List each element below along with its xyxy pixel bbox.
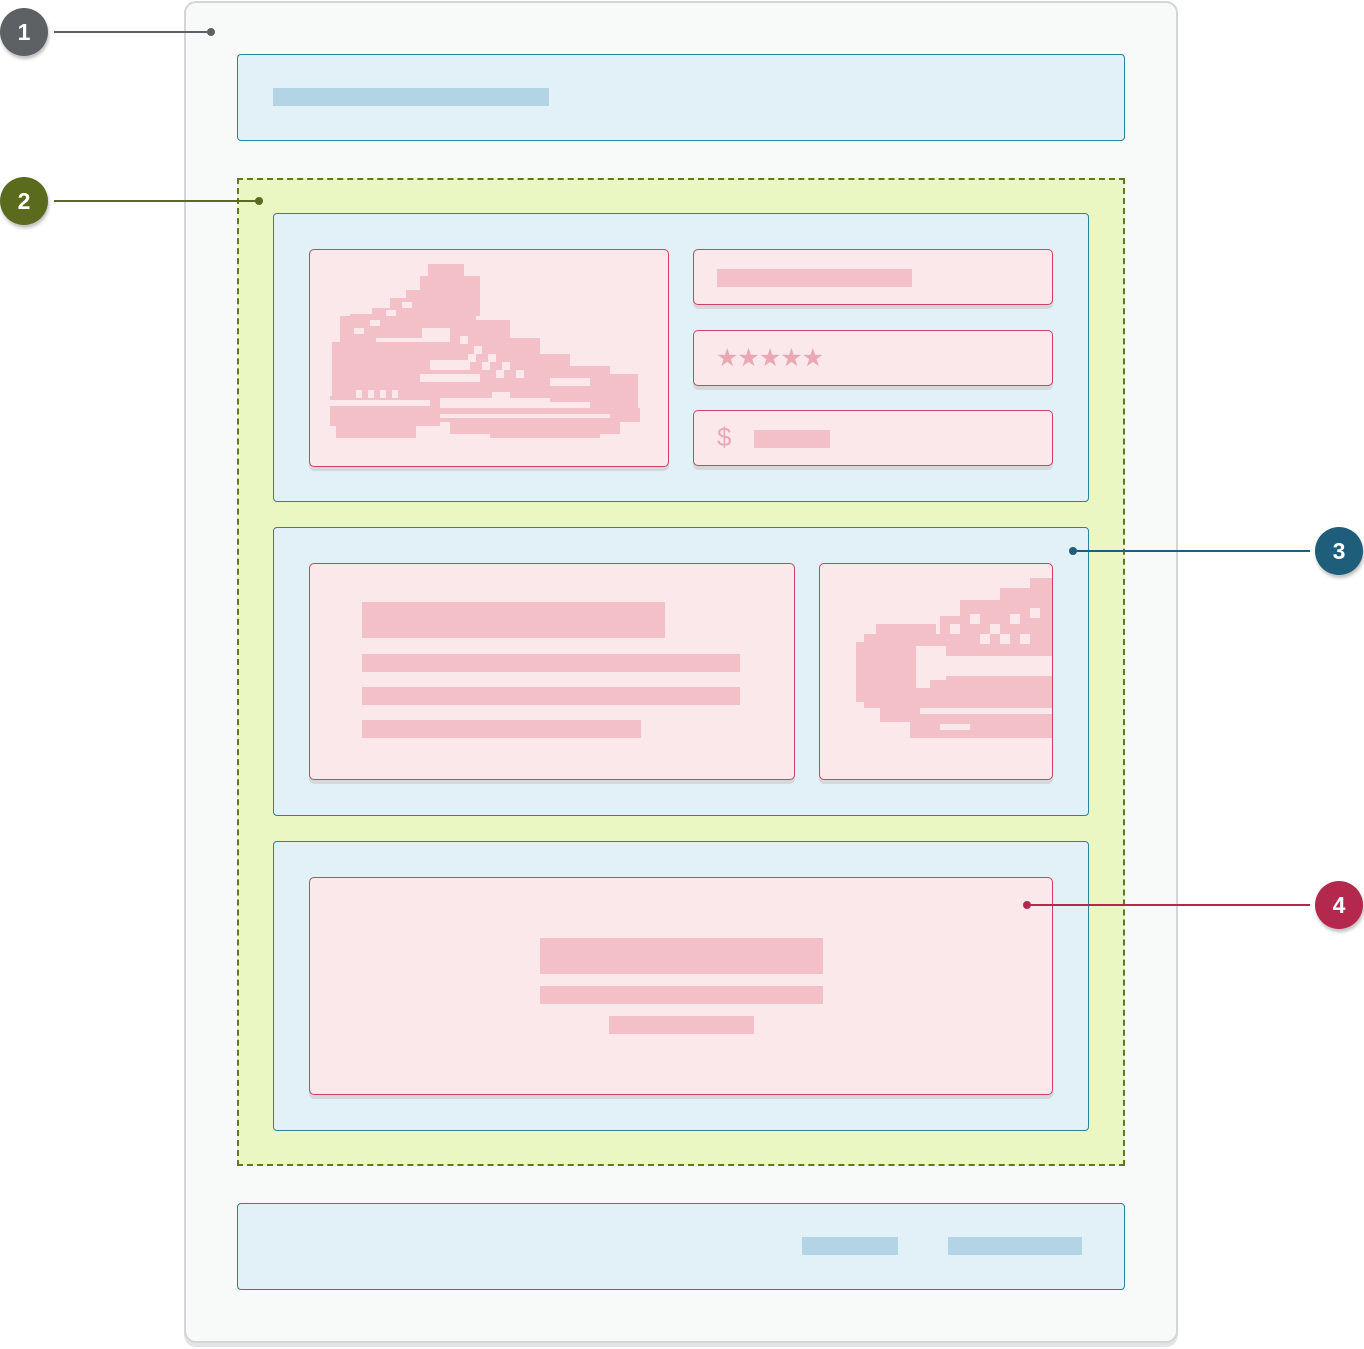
cta-heading-placeholder <box>540 938 823 974</box>
product-title-field <box>693 249 1053 305</box>
description-line-placeholder <box>362 720 641 738</box>
header-block <box>237 54 1125 141</box>
product-image-card <box>309 249 669 467</box>
product-rating-field: ★★★★★ <box>693 330 1053 386</box>
callout-2-anchor <box>255 197 263 205</box>
dollar-icon: $ <box>717 422 732 452</box>
callout-4-badge: 4 <box>1315 881 1363 929</box>
description-text-card <box>309 563 795 780</box>
callout-2-badge: 2 <box>0 177 48 225</box>
callout-3-leader <box>1074 550 1310 552</box>
footer-block <box>237 1203 1125 1290</box>
callout-4-number: 4 <box>1332 891 1346 918</box>
callout-2-number: 2 <box>17 187 31 214</box>
description-line-placeholder <box>362 687 740 705</box>
footer-link-placeholder <box>948 1237 1082 1255</box>
callout-3-anchor <box>1069 547 1077 555</box>
callout-4-leader <box>1028 904 1310 906</box>
header-title-placeholder <box>273 88 549 106</box>
cta-line-placeholder <box>540 986 823 1004</box>
sneaker-illustration <box>330 264 640 438</box>
description-image-card <box>819 563 1053 780</box>
cta-line-placeholder <box>609 1016 754 1034</box>
description-heading-placeholder <box>362 602 665 638</box>
sneaker-illustration-cropped <box>856 578 1052 738</box>
price-placeholder <box>754 430 830 448</box>
callout-4-anchor <box>1023 901 1031 909</box>
callout-1-leader <box>54 31 210 33</box>
callout-1-badge: 1 <box>0 8 48 56</box>
star-icon: ★★★★★ <box>716 344 824 372</box>
cta-card <box>309 877 1053 1095</box>
callout-2-leader <box>54 200 259 202</box>
footer-link-placeholder <box>802 1237 898 1255</box>
product-price-field: $ <box>693 410 1053 466</box>
callout-1-number: 1 <box>17 18 31 45</box>
callout-3-badge: 3 <box>1315 527 1363 575</box>
callout-1-anchor <box>207 28 215 36</box>
callout-3-number: 3 <box>1332 537 1346 564</box>
product-title-placeholder <box>717 269 912 287</box>
description-line-placeholder <box>362 654 740 672</box>
